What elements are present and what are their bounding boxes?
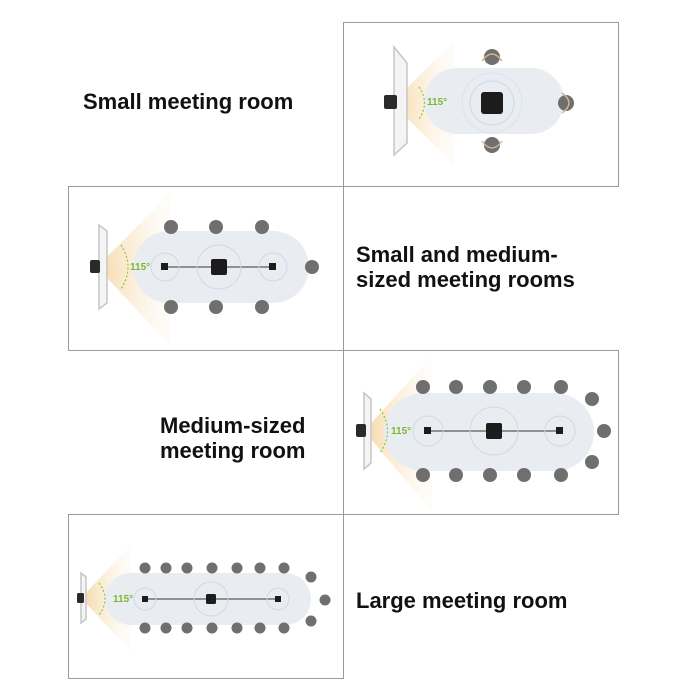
chair-icon [231,622,243,634]
chair-icon [416,380,430,394]
chair-icon [305,260,319,274]
chairs [139,562,331,634]
chair-icon [517,380,531,394]
display-screen-icon [98,223,108,311]
angle-arc [418,86,426,120]
room-panel-small: 115° [343,22,619,187]
angle-arc [379,408,389,454]
camera-icon [384,95,397,109]
chair-icon [206,622,218,634]
chair-icon [231,562,243,574]
room-diagram-small: 115° [384,41,574,165]
microphone-icon [269,263,276,270]
label-small-meeting-room: Small meeting room [83,89,294,114]
angle-arc [120,244,129,290]
microphone-icon [161,263,168,270]
chair-icon [449,468,463,482]
chair-icon [585,392,599,406]
chairs [164,220,319,314]
chair-icon [449,380,463,394]
chair-icon [139,562,151,574]
camera-icon [77,593,84,603]
speakerphone-icon [211,259,227,275]
speakerphone-icon [206,594,216,604]
angle-label: 115° [391,426,411,437]
chair-icon [558,92,574,114]
chair-icon [319,594,331,606]
label-small-medium-meeting-rooms: Small and medium- sized meeting rooms [356,242,575,292]
angle-label: 115° [130,262,150,273]
chair-icon [254,562,266,574]
speakerphone-icon [486,423,502,439]
microphone-icon [142,596,148,602]
chair-icon [160,562,172,574]
chairs [416,380,611,482]
chair-icon [139,622,151,634]
label-large-meeting-room: Large meeting room [356,588,568,613]
chair-icon [585,455,599,469]
camera-view-cone [392,41,454,165]
chair-icon [597,424,611,438]
chair-icon [209,300,223,314]
chair-icon [254,622,266,634]
chair-icon [416,468,430,482]
chair-icon [206,562,218,574]
chair-icon [305,615,317,627]
camera-icon [356,424,366,437]
label-medium-sized-meeting-room: Medium-sized meeting room [160,413,306,463]
chair-icon [209,220,223,234]
chair-icon [164,300,178,314]
room-diagram-large: 115° [77,545,331,651]
angle-label: 115° [427,97,447,108]
chair-icon [181,562,193,574]
chair-icon [305,571,317,583]
chair-icon [278,622,290,634]
chair-icon [160,622,172,634]
speakerphone-icon [481,92,503,114]
chair-icon [278,562,290,574]
microphone-icon [275,596,281,602]
chair-icon [181,622,193,634]
chair-icon [164,220,178,234]
microphone-icon [556,427,563,434]
room-panel-small-medium: 115° [68,186,344,351]
chair-icon [481,137,503,153]
chair-icon [517,468,531,482]
angle-label: 115° [113,594,133,605]
chair-icon [255,220,269,234]
room-panel-large: 115° [68,514,344,679]
room-diagram-medium: 115° [356,356,611,511]
chair-icon [554,380,568,394]
chair-icon [554,468,568,482]
microphone-icon [424,427,431,434]
chair-icon [483,380,497,394]
camera-icon [90,260,100,273]
display-screen-icon [393,44,408,157]
chair-icon [255,300,269,314]
display-screen-icon [363,391,372,471]
room-panel-medium: 115° [343,350,619,515]
chair-icon [481,49,503,65]
chair-icon [483,468,497,482]
angle-arc [98,582,106,616]
room-diagram-small-medium: 115° [90,192,319,347]
